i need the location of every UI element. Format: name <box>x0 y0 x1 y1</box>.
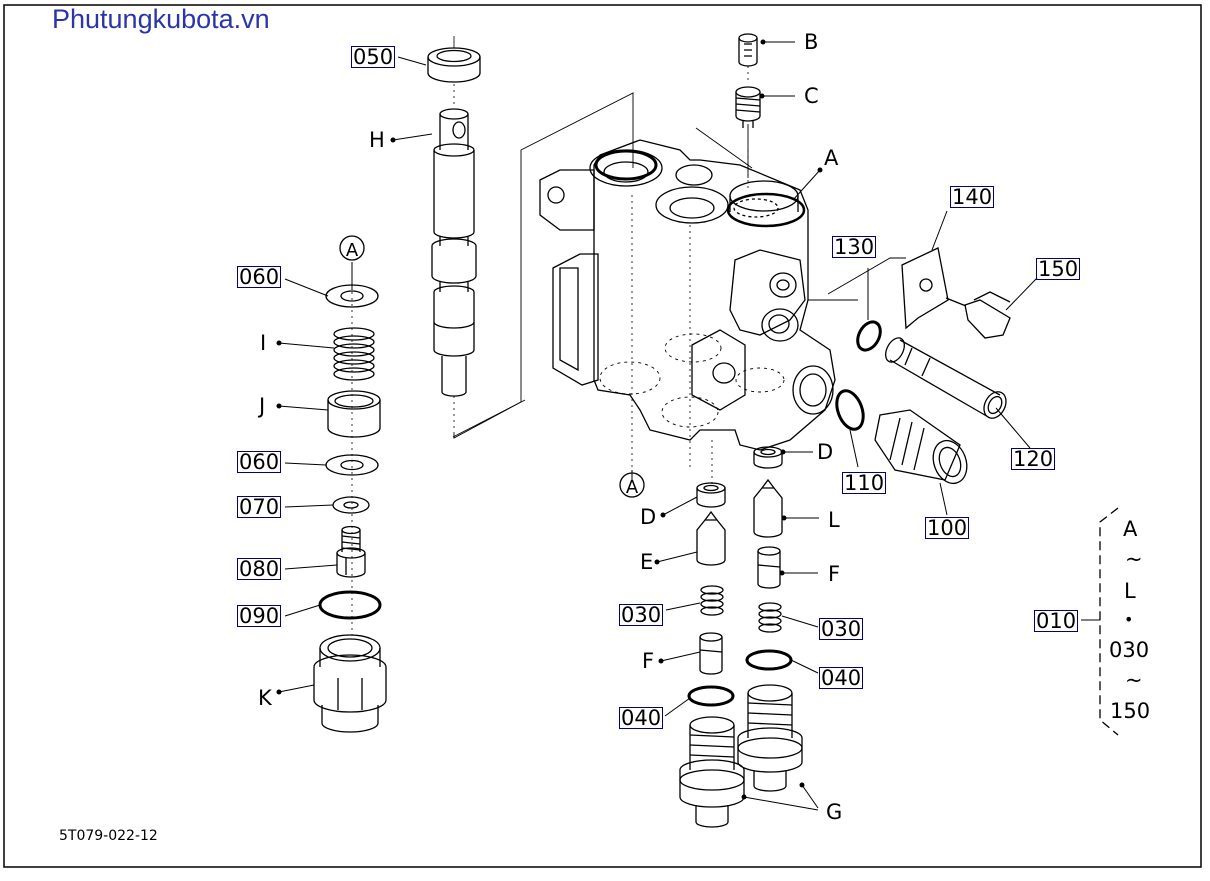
callout-bracket <box>1099 507 1119 736</box>
part-label-040-right[interactable]: 040 <box>819 666 864 690</box>
bolt-150 <box>945 291 1011 339</box>
left-check-stack <box>679 440 745 828</box>
letter-label-I: I <box>260 331 267 355</box>
part-label-080[interactable]: 080 <box>237 557 282 581</box>
part-label-140[interactable]: 140 <box>950 185 995 209</box>
washer-070 <box>332 496 370 514</box>
fitting-100 <box>874 409 968 485</box>
letter-label-F-right: F <box>828 562 841 586</box>
svg-text:A: A <box>626 477 639 498</box>
spring-C <box>735 86 761 128</box>
valve-body <box>539 139 836 470</box>
diagram-border <box>3 4 1202 868</box>
circled-a-marker: A <box>339 235 365 261</box>
sleeve-120 <box>885 337 1007 419</box>
callout-range-from: A <box>1123 517 1138 541</box>
part-label-030-right[interactable]: 030 <box>819 617 864 641</box>
guide-lines <box>452 92 906 439</box>
poppet-080 <box>336 525 366 578</box>
o-ring-090 <box>318 590 382 620</box>
part-label-130[interactable]: 130 <box>832 235 877 259</box>
part-label-070[interactable]: 070 <box>237 495 282 519</box>
circled-a-marker: A <box>619 472 645 498</box>
plug-K <box>313 634 387 733</box>
letter-label-F-left: F <box>642 649 655 673</box>
part-label-120[interactable]: 120 <box>1011 447 1056 471</box>
part-label-060-top[interactable]: 060 <box>237 265 282 289</box>
brand-watermark: Phutungkubota.vn <box>52 4 270 34</box>
leader-lines <box>278 41 1100 811</box>
part-label-150[interactable]: 150 <box>1036 257 1081 281</box>
screw-B <box>738 33 758 67</box>
part-label-060-bottom[interactable]: 060 <box>237 450 282 474</box>
letter-label-D-left: D <box>640 505 657 529</box>
letter-label-J: J <box>259 394 266 418</box>
part-label-030-left[interactable]: 030 <box>619 603 664 627</box>
part-label-050[interactable]: 050 <box>351 45 396 69</box>
plate-140 <box>901 247 949 330</box>
letter-label-B: B <box>804 30 819 54</box>
leader-dots <box>276 39 823 800</box>
letter-label-G: G <box>826 800 843 824</box>
o-ring-130 <box>856 320 882 352</box>
drawing-number: 5T079-022-12 <box>59 828 158 844</box>
letter-label-H: H <box>369 128 385 152</box>
part-label-090[interactable]: 090 <box>237 604 282 628</box>
part-label-010[interactable]: 010 <box>1034 609 1079 633</box>
part-label-100[interactable]: 100 <box>925 516 970 540</box>
letter-label-D-right: D <box>817 440 834 464</box>
part-label-040-left[interactable]: 040 <box>619 706 664 730</box>
letter-label-K: K <box>258 686 272 710</box>
letter-label-L: L <box>828 508 840 532</box>
svg-text:A: A <box>346 240 359 261</box>
callout-tilde: ~ <box>1125 547 1143 571</box>
spool-H <box>427 36 481 434</box>
callout-tilde-2: ~ <box>1125 668 1143 692</box>
part-label-110[interactable]: 110 <box>842 471 887 495</box>
left-valve-stack <box>313 262 387 733</box>
letter-label-A: A <box>824 146 839 170</box>
callout-range-to: L <box>1124 579 1136 603</box>
callout-range-to-2: 150 <box>1110 699 1151 723</box>
letter-label-E: E <box>640 550 654 574</box>
o-ring-110 <box>835 389 865 431</box>
callout-range-from-2: 030 <box>1109 638 1150 662</box>
collar-J <box>327 390 381 438</box>
right-check-stack <box>737 446 803 792</box>
spring-I <box>333 327 375 381</box>
letter-label-C: C <box>804 84 819 108</box>
callout-dot: • <box>1124 610 1134 629</box>
